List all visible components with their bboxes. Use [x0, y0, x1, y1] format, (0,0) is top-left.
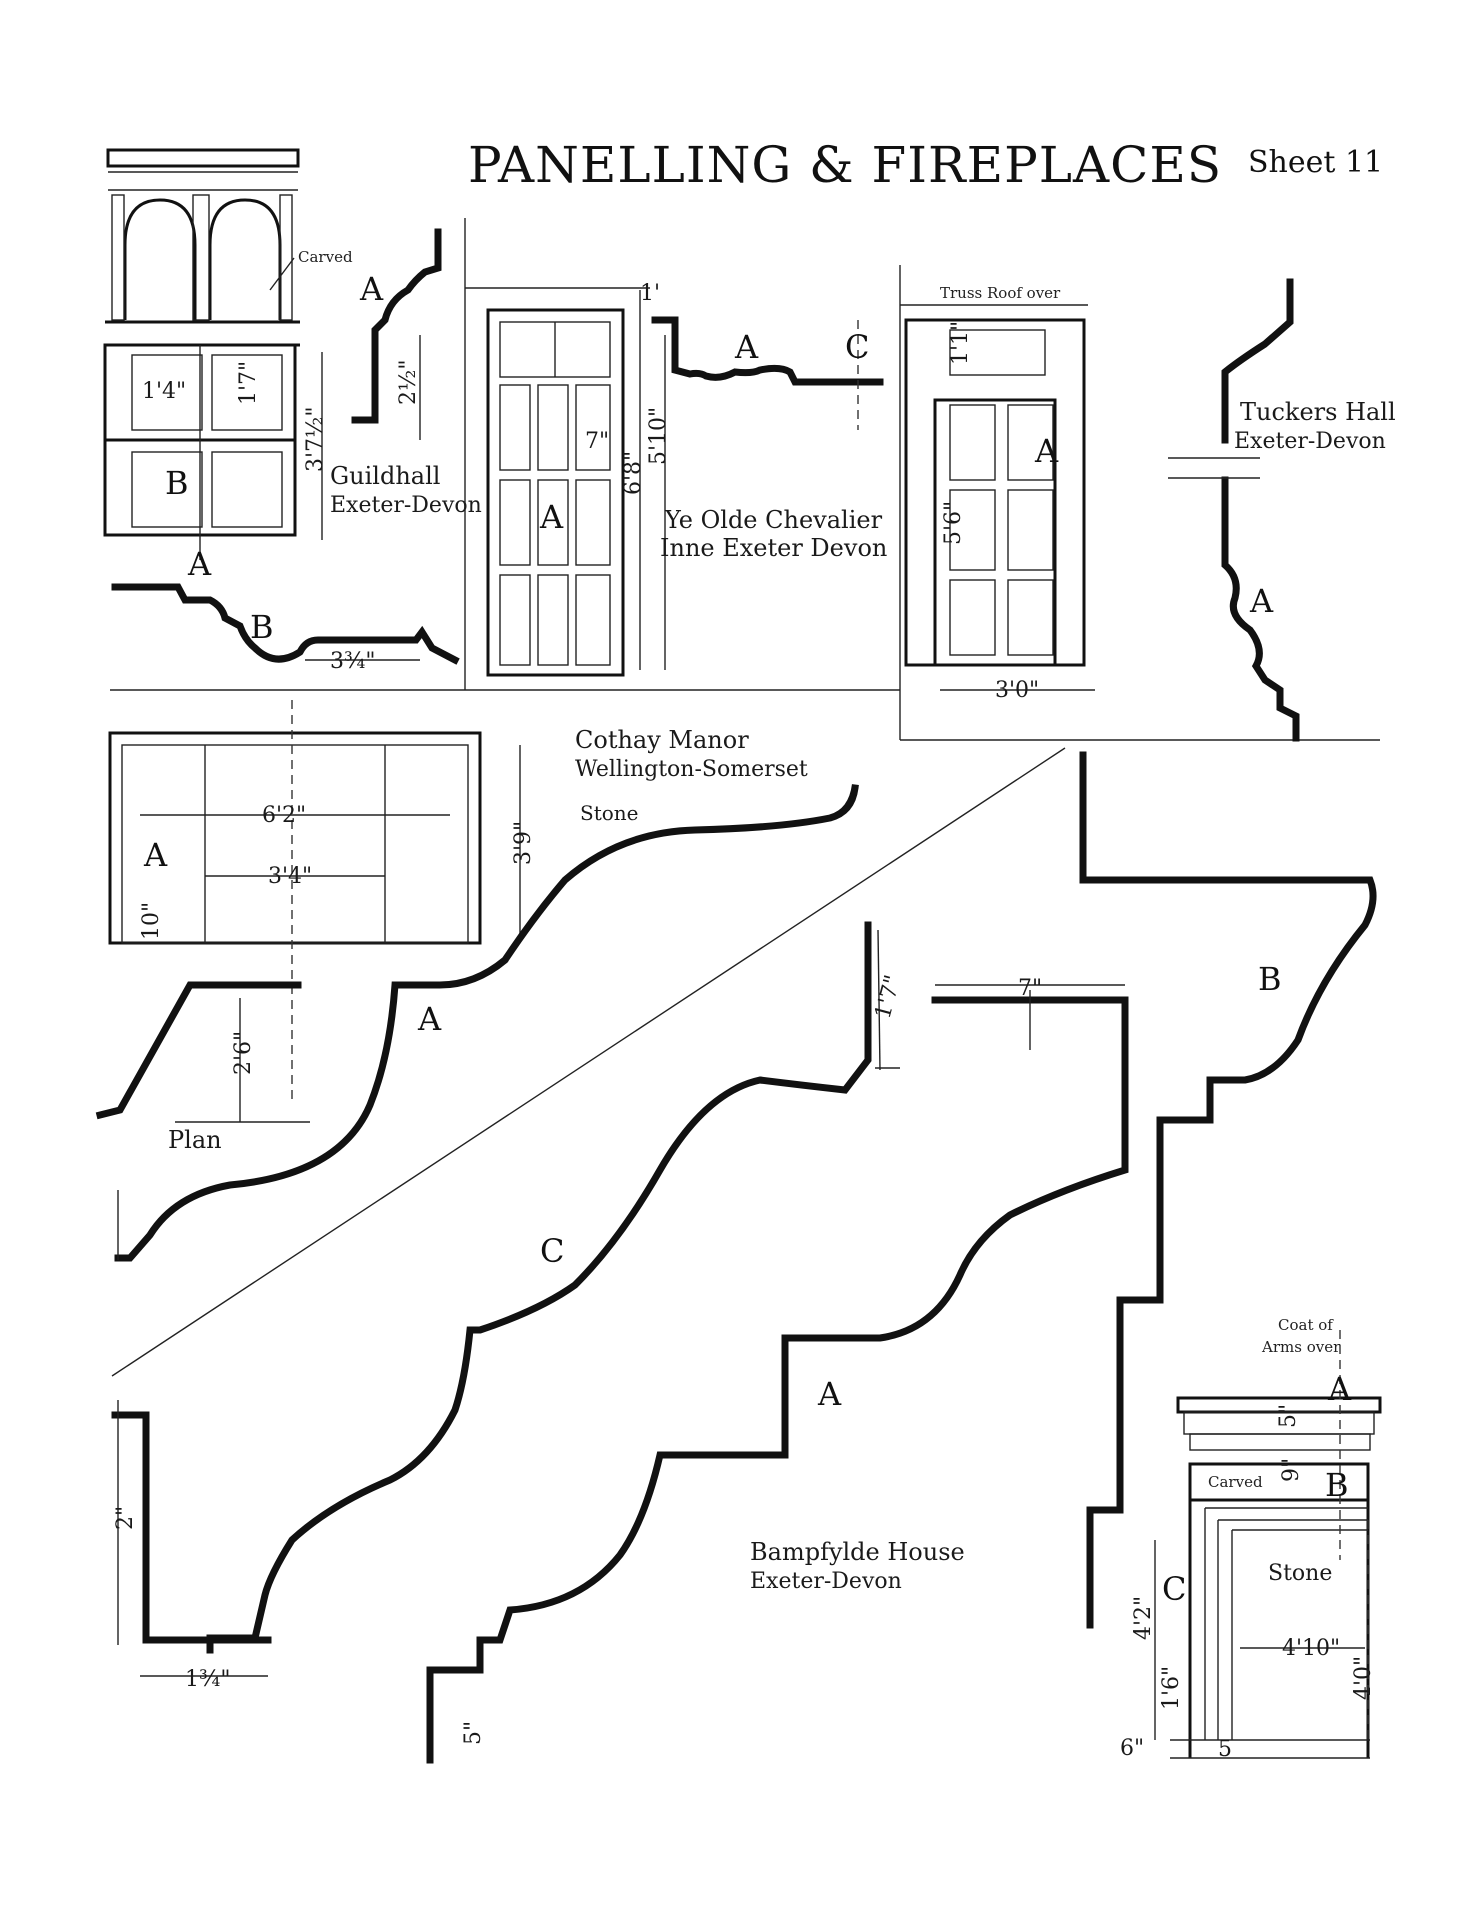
tuckers-dim-width: 3'0" — [995, 678, 1039, 703]
guildhall-moulding-b-label: B — [250, 608, 274, 646]
chevalier-dim-panel: 7" — [585, 429, 609, 454]
sheet-number: Sheet 11 — [1248, 145, 1383, 180]
chevalier-caption-line2: Inne Exeter Devon — [660, 534, 887, 562]
bampfylde-dim-total: 4'2" — [1131, 1596, 1156, 1640]
large-dim-bottom-left: 1¾" — [185, 1667, 230, 1692]
cothay-plan-label: Plan — [168, 1126, 222, 1154]
guildhall-moulding-b: B 3¾" — [110, 583, 465, 691]
guildhall-dim-panel-height: 1'7" — [236, 361, 261, 405]
bampfylde-section-c-marker: C — [1162, 1570, 1186, 1608]
guildhall-dim-moulding-a: 2½" — [396, 360, 421, 405]
bampfylde-caption-line2: Exeter-Devon — [750, 1569, 902, 1594]
large-dim-bottom: 5" — [461, 1721, 486, 1745]
chevalier-caption-line1: Ye Olde Chevalier — [664, 506, 883, 534]
sheet-title: PANELLING & FIREPLACES — [468, 136, 1222, 194]
bampfylde-dim-cornice: 5" — [1276, 1404, 1301, 1428]
chevalier-dim-inner-height: 5'10" — [646, 407, 671, 465]
bampfylde-section-a-marker: A — [1327, 1370, 1352, 1408]
bampfylde-caption-line1: Bampfylde House — [750, 1538, 965, 1566]
chevalier-dim-top: 1' — [640, 281, 660, 306]
large-dim-vertical: 1'7" — [871, 972, 907, 1021]
bampfylde-section-b-marker: B — [1325, 1466, 1349, 1504]
guildhall-dim-total: 3'7½" — [303, 407, 328, 472]
large-dim-top-right: 7" — [1018, 976, 1042, 1001]
cothay-dim-plan: 2'6" — [231, 1031, 256, 1075]
bampfylde-dim-frieze: 9" — [1279, 1458, 1304, 1482]
tuckers-section-a-marker: A — [1034, 432, 1059, 470]
cothay-material-label: Stone — [580, 801, 639, 825]
tuckers-dim-top: 1'1" — [948, 321, 973, 365]
guildhall-moulding-a-label: A — [359, 270, 384, 308]
large-section-b-label: B — [1258, 960, 1282, 998]
tuckers-roof-note: Truss Roof over — [940, 284, 1061, 302]
cothay-elevation: 6'2" 3'4" 3'9" 10" A Cothay Manor Wellin… — [95, 700, 808, 1154]
tuckers-dim-height: 5'6" — [941, 501, 966, 545]
cothay-caption-line2: Wellington-Somerset — [575, 757, 808, 782]
tuckers-caption-line1: Tuckers Hall — [1240, 398, 1396, 426]
cothay-dim-height: 3'9" — [511, 821, 536, 865]
bampfylde-dim-base: 6" — [1120, 1736, 1144, 1761]
guildhall-dim-moulding-b: 3¾" — [330, 649, 375, 674]
bampfylde-carved-note: Carved — [1208, 1473, 1263, 1491]
cothay-dim-base: 10" — [139, 902, 164, 940]
cothay-dim-outer: 6'2" — [262, 803, 306, 828]
cothay-dim-inner: 3'4" — [268, 864, 312, 889]
tuckers-elevation: Truss Roof over A 5'6" 1'1" 3'0" A Tucke… — [899, 265, 1396, 742]
chevalier-dim-outer-height: 6'8" — [621, 451, 646, 495]
bampfylde-dim-width: 4'10" — [1282, 1636, 1340, 1661]
bampfylde-elevation: Coat of Arms over Carved A B C Stone 4'1… — [750, 1316, 1382, 1762]
cothay-caption-line1: Cothay Manor — [575, 726, 749, 754]
chevalier-section-a-marker: A — [539, 498, 564, 536]
guildhall-carved-note: Carved — [298, 248, 353, 266]
tuckers-moulding-a-label: A — [1249, 582, 1274, 620]
cothay-section-a-marker: A — [143, 836, 168, 874]
large-section-a-upper-label: A — [417, 1000, 442, 1038]
guildhall-section-b-marker: B — [165, 464, 189, 502]
chevalier-centerline-label: C — [845, 328, 869, 366]
guildhall-dim-panel-width: 1'4" — [142, 379, 186, 404]
bampfylde-dim-right: 4'0" — [1351, 1656, 1376, 1700]
guildhall-elevation: Carved 1'4" 1'7" 3'7½" B A Guildhall Exe… — [103, 148, 482, 583]
large-moulding-sections: A B 1'7" C 7" A 5" 2" 1¾" — [111, 747, 1377, 1764]
large-section-c-label: C — [540, 1232, 564, 1270]
chevalier-moulding-a-label: A — [734, 328, 759, 366]
guildhall-section-a-marker: A — [187, 545, 212, 583]
large-section-a-lower-label: A — [817, 1375, 842, 1413]
bampfylde-arms-note-line2: Arms over — [1261, 1338, 1341, 1356]
guildhall-caption-line2: Exeter-Devon — [330, 493, 482, 518]
bampfylde-dim-step: 5 — [1218, 1737, 1232, 1762]
bampfylde-material-label: Stone — [1268, 1561, 1332, 1586]
tuckers-caption-line2: Exeter-Devon — [1234, 429, 1386, 454]
bampfylde-dim-lower: 1'6" — [1159, 1666, 1184, 1710]
guildhall-moulding-a: A 2½" — [351, 228, 442, 440]
guildhall-caption-line1: Guildhall — [330, 462, 440, 490]
bampfylde-arms-note-line1: Coat of — [1278, 1316, 1334, 1334]
large-dim-left: 2" — [113, 1506, 138, 1530]
chevalier-elevation: A 7" 6'8" 5'10" 1' A C Ye Olde Chevalier… — [464, 218, 900, 691]
